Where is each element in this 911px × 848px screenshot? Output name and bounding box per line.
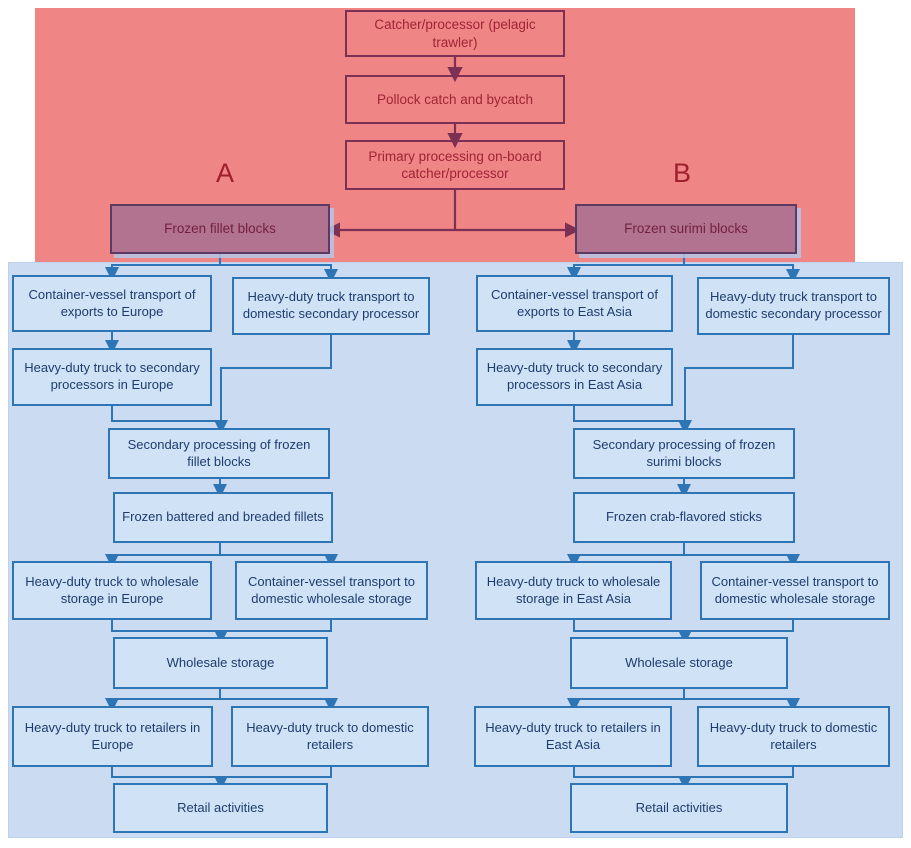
box-b-container-wholesale: Container-vessel transport to domestic w… [700,561,890,620]
box-a-truck-domestic-retailers: Heavy-duty truck to domestic retailers [231,706,429,767]
box-b-truck-domestic-retailers: Heavy-duty truck to domestic retailers [697,706,890,767]
box-catcher-processor: Catcher/processor (pelagic trawler) [345,10,565,57]
box-a-truck-retailers: Heavy-duty truck to retailers in Europe [12,706,213,767]
box-b-secondary-processing: Secondary processing of frozen surimi bl… [573,428,795,479]
box-b-wholesale-storage: Wholesale storage [570,637,788,689]
box-a-retail: Retail activities [113,783,328,833]
box-b-truck-wholesale: Heavy-duty truck to wholesale storage in… [475,561,672,620]
branch-b-label: B [672,158,691,188]
chain-a-connectors [105,254,338,790]
box-a-export-transport: Container-vessel transport of exports to… [12,275,212,332]
box-a-product: Frozen battered and breaded fillets [113,492,333,543]
box-pollock-catch: Pollock catch and bycatch [345,75,565,124]
box-a-truck-wholesale: Heavy-duty truck to wholesale storage in… [12,561,212,620]
box-b-retail: Retail activities [570,783,788,833]
box-b-truck-secondary: Heavy-duty truck to secondary processors… [476,348,673,406]
box-b-domestic-truck: Heavy-duty truck transport to domestic s… [697,277,890,335]
primary-connectors [324,57,581,238]
box-a-secondary-processing: Secondary processing of frozen fillet bl… [108,428,330,479]
box-frozen-surimi-blocks: Frozen surimi blocks [575,204,797,254]
chain-b-connectors [567,254,800,790]
box-frozen-fillet-blocks: Frozen fillet blocks [110,204,330,254]
box-b-product: Frozen crab-flavored sticks [573,492,795,543]
box-primary-processing: Primary processing on-board catcher/proc… [345,140,565,190]
branch-a-label: A [215,158,234,188]
box-a-wholesale-storage: Wholesale storage [113,637,328,689]
box-b-truck-retailers: Heavy-duty truck to retailers in East As… [474,706,672,767]
box-a-domestic-truck: Heavy-duty truck transport to domestic s… [232,277,430,335]
box-a-truck-secondary: Heavy-duty truck to secondary processors… [12,348,212,406]
box-a-container-wholesale: Container-vessel transport to domestic w… [235,561,428,620]
box-b-export-transport: Container-vessel transport of exports to… [476,275,673,332]
